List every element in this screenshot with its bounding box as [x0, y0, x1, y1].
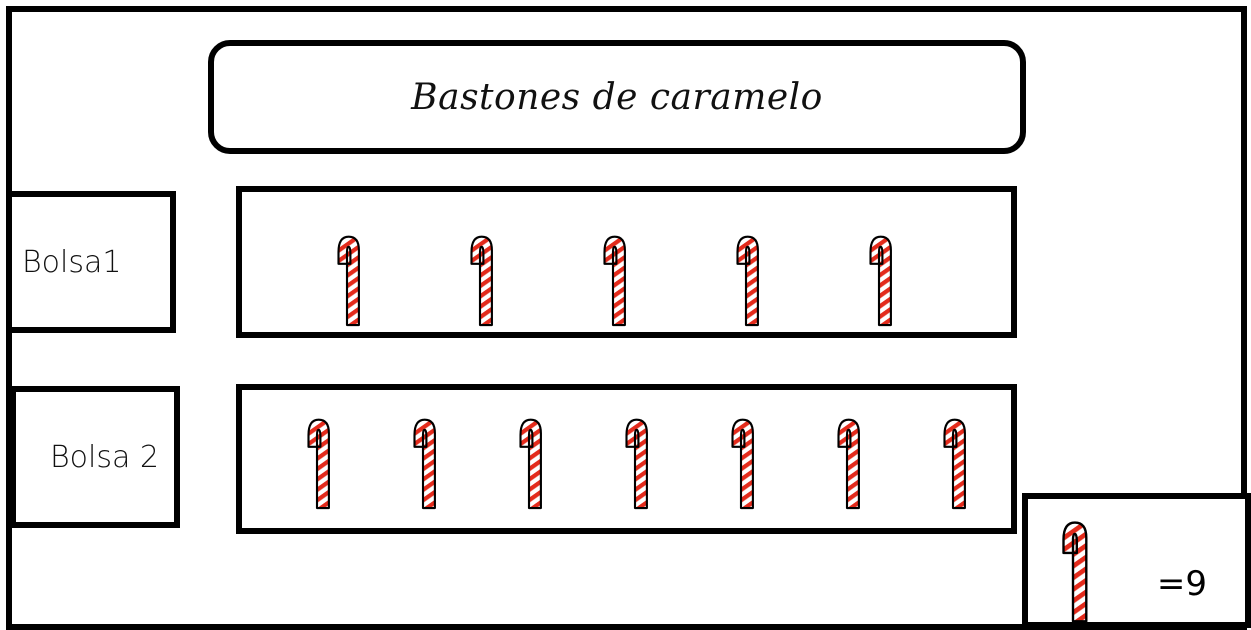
candy-cane-icon: [936, 408, 970, 518]
candy-cane-icon: [862, 228, 896, 332]
bag-1-label-box: Bolsa1: [6, 191, 176, 333]
candy-cane-icon: [300, 408, 334, 518]
page-title: Bastones de caramelo: [411, 76, 823, 118]
candy-cane-icon: [512, 408, 546, 518]
candy-cane-icon: [330, 228, 364, 332]
bag-1-label: Bolsa1: [22, 244, 122, 280]
candy-cane-icon: [406, 408, 440, 518]
bag-2-candy-row: [236, 384, 1017, 534]
legend-value: =9: [1156, 564, 1207, 604]
candy-cane-icon: [830, 408, 864, 518]
bag-2-label: Bolsa 2: [50, 439, 159, 475]
bag-2-label-box: Bolsa 2: [10, 386, 180, 528]
candy-cane-icon: [724, 408, 758, 518]
bag-1-candy-row: [236, 186, 1017, 338]
candy-cane-icon: [618, 408, 652, 518]
candy-cane-icon: [1054, 513, 1092, 629]
candy-cane-icon: [596, 228, 630, 332]
candy-cane-icon: [729, 228, 763, 332]
title-box: Bastones de caramelo: [208, 40, 1026, 154]
legend-box: =9: [1022, 493, 1251, 628]
candy-cane-icon: [463, 228, 497, 332]
